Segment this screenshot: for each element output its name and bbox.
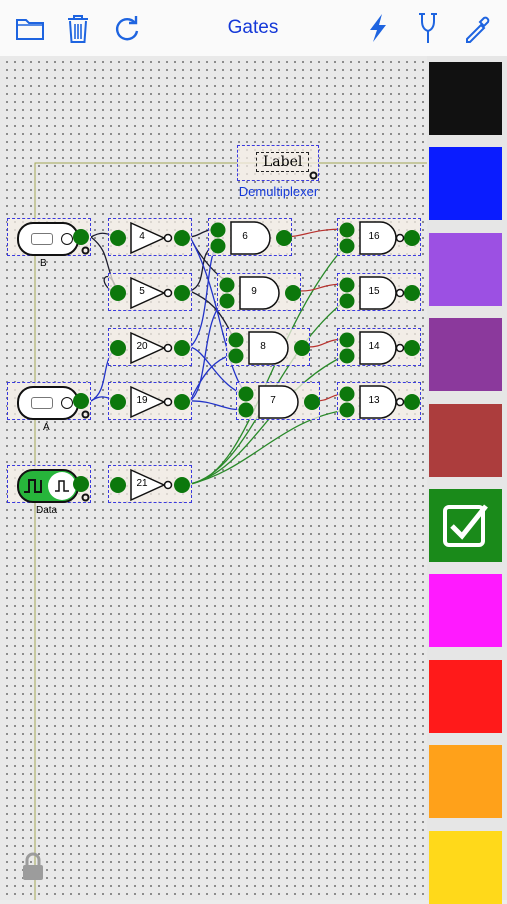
not-gate-symbol xyxy=(110,276,190,310)
gate-id: 19 xyxy=(136,395,148,406)
color-picker-button[interactable] xyxy=(458,8,498,48)
redo-button[interactable] xyxy=(107,8,147,48)
trash-icon xyxy=(68,15,88,43)
not-gate[interactable]: 4 xyxy=(108,218,192,256)
color-swatch[interactable] xyxy=(429,574,502,647)
nand-gate-symbol xyxy=(339,385,420,419)
folder-icon xyxy=(16,19,44,40)
label-text: Label xyxy=(256,152,310,172)
and-gate[interactable]: 7 xyxy=(236,382,320,420)
input-clock-data[interactable] xyxy=(7,465,91,503)
square-wave-icon xyxy=(24,479,42,493)
gate-id: 13 xyxy=(368,395,380,406)
switch-body[interactable] xyxy=(17,222,79,256)
square-wave-icon xyxy=(55,480,69,492)
nand-gate-symbol xyxy=(339,221,420,255)
input-label-b: B xyxy=(40,258,47,269)
gate-id: 14 xyxy=(368,341,380,352)
not-gate[interactable]: 19 xyxy=(108,382,192,420)
gear-icon xyxy=(309,171,318,180)
gear-icon xyxy=(81,410,90,419)
color-swatch[interactable] xyxy=(429,147,502,220)
gate-id: 20 xyxy=(136,341,148,352)
simulate-button[interactable] xyxy=(358,8,398,48)
color-swatch[interactable] xyxy=(429,62,502,135)
not-gate-symbol xyxy=(110,221,190,255)
input-label-data: Data xyxy=(36,505,58,516)
and-gate-symbol xyxy=(219,276,301,310)
nand-gate[interactable]: 13 xyxy=(337,382,421,420)
lightning-icon xyxy=(370,14,386,42)
and-gate[interactable]: 8 xyxy=(226,328,310,366)
and-gate[interactable]: 6 xyxy=(208,218,292,256)
gear-icon xyxy=(81,493,90,502)
not-gate[interactable]: 5 xyxy=(108,273,192,311)
checkmark-icon xyxy=(443,504,488,547)
probe-icon xyxy=(419,13,437,43)
and-gate-symbol xyxy=(238,385,320,419)
gate-id: 4 xyxy=(139,231,145,242)
not-gate-symbol xyxy=(110,331,190,365)
circuit-title: Demultiplexer xyxy=(238,184,319,199)
redo-icon xyxy=(116,16,139,41)
open-folder-button[interactable] xyxy=(10,8,50,48)
gate-id: 15 xyxy=(368,286,380,297)
input-pins xyxy=(73,229,89,492)
color-swatch[interactable] xyxy=(429,745,502,818)
page-title: Gates xyxy=(227,17,279,38)
gate-id: 6 xyxy=(242,231,248,242)
nand-gate[interactable]: 14 xyxy=(337,328,421,366)
color-swatch[interactable] xyxy=(429,831,502,904)
label-component[interactable]: Label xyxy=(237,145,319,181)
not-gate[interactable]: 21 xyxy=(108,465,192,503)
gate-id: 5 xyxy=(139,286,145,297)
gear-icon xyxy=(81,246,90,255)
not-gate-symbol xyxy=(110,468,190,502)
color-swatch-selected[interactable] xyxy=(429,489,502,562)
color-swatch[interactable] xyxy=(429,404,502,477)
and-gate[interactable]: 9 xyxy=(217,273,301,311)
nand-gate-symbol xyxy=(339,276,420,310)
nand-gate-symbol xyxy=(339,331,420,365)
and-gate-symbol xyxy=(228,331,310,365)
gate-id: 7 xyxy=(270,395,276,406)
gate-id: 8 xyxy=(260,341,266,352)
not-gate[interactable]: 20 xyxy=(108,328,192,366)
toolbar: Gates xyxy=(0,0,507,57)
lock-icon xyxy=(23,852,43,880)
pipette-icon xyxy=(466,16,490,43)
not-gate-symbol xyxy=(110,385,190,419)
probe-button[interactable] xyxy=(408,8,448,48)
gate-id: 16 xyxy=(368,231,380,242)
color-swatch[interactable] xyxy=(429,660,502,733)
nand-gate[interactable]: 15 xyxy=(337,273,421,311)
and-gate-symbol xyxy=(210,221,292,255)
switch-body[interactable] xyxy=(17,386,79,420)
gate-id: 21 xyxy=(136,478,148,489)
color-swatch[interactable] xyxy=(429,233,502,306)
color-swatch[interactable] xyxy=(429,318,502,391)
lock-button[interactable] xyxy=(20,852,46,887)
nand-gate[interactable]: 16 xyxy=(337,218,421,256)
gate-id: 9 xyxy=(251,286,257,297)
input-label-a: A xyxy=(43,422,50,433)
delete-button[interactable] xyxy=(58,8,98,48)
